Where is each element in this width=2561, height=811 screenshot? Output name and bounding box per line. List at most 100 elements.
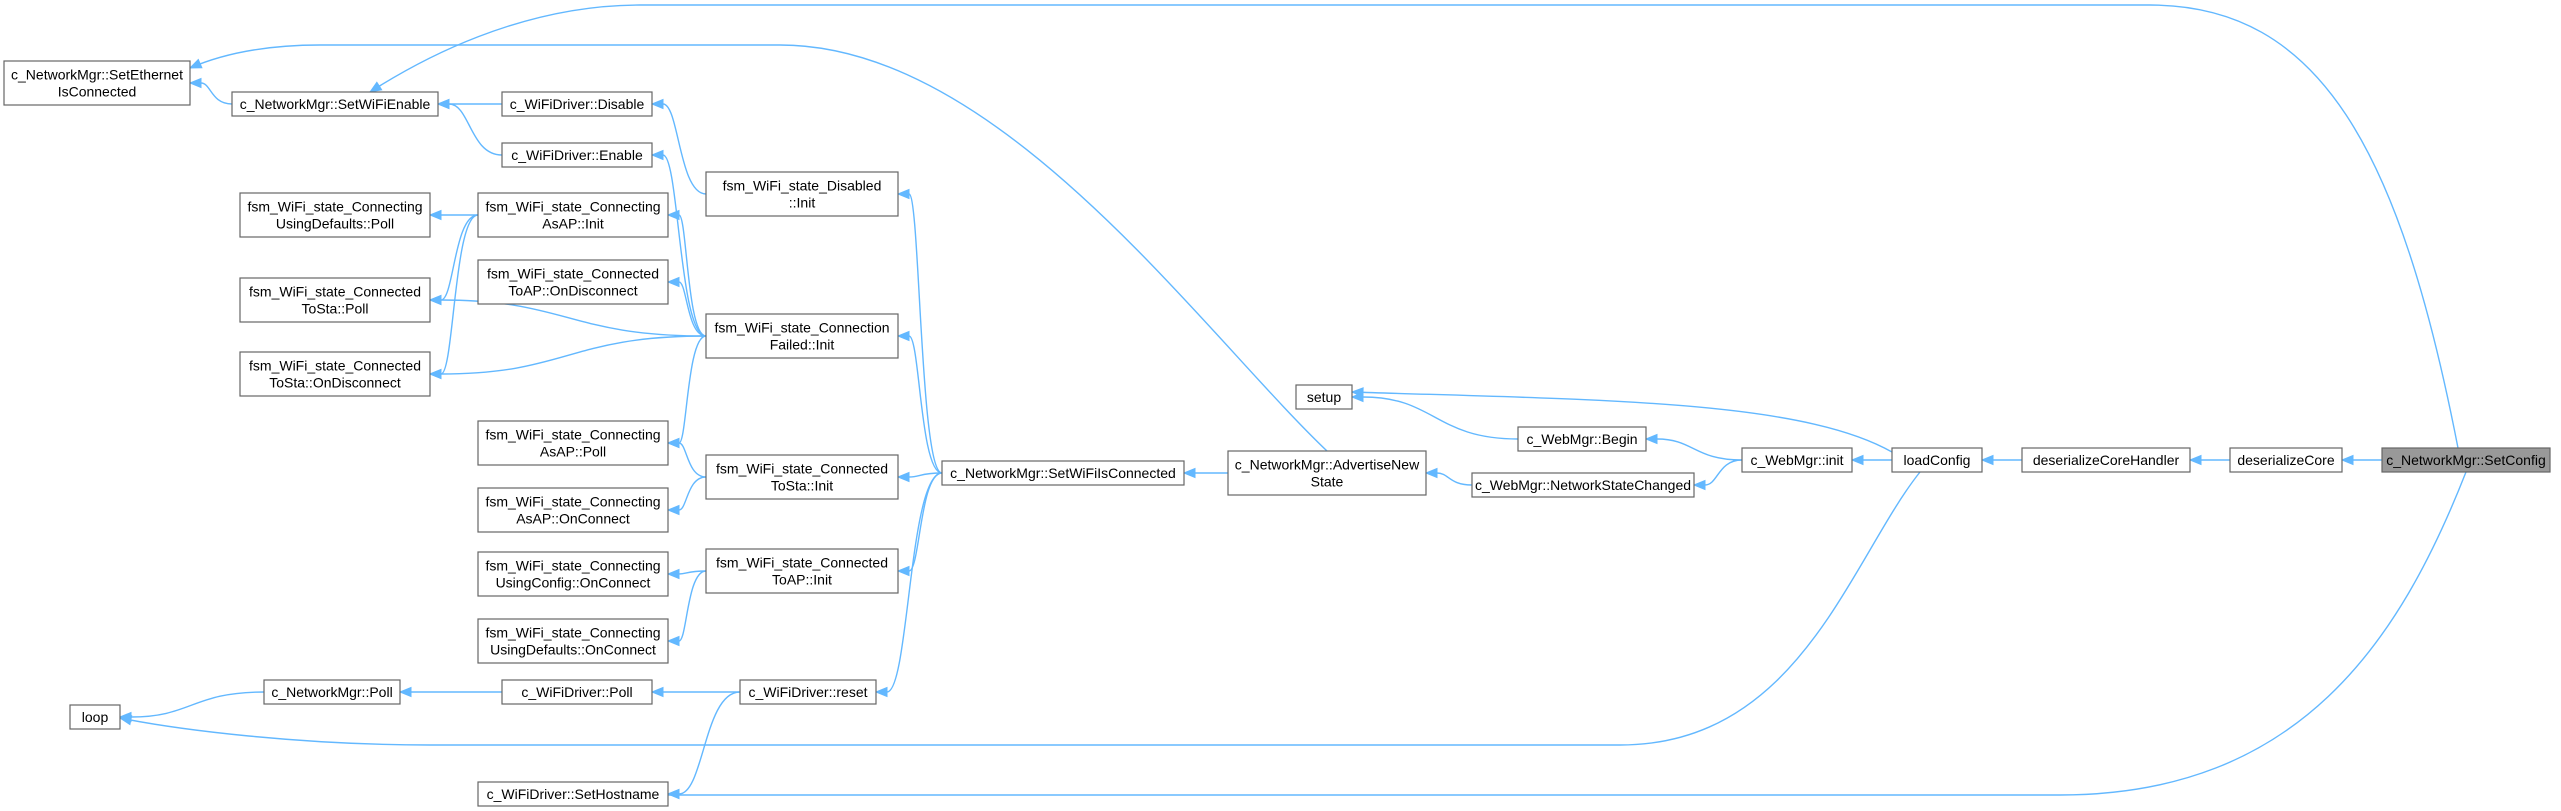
node-setWiFiEnable[interactable]: c_NetworkMgr::SetWiFiEnable (231, 91, 439, 117)
node-box[interactable] (1227, 450, 1427, 496)
edge-loadConfig-to-deserializeCoreHandler (1980, 454, 2023, 466)
node-loop[interactable]: loop (69, 704, 121, 730)
edge-line (678, 691, 741, 795)
node-box[interactable] (477, 781, 669, 807)
node-wifiEnable[interactable]: c_WiFiDriver::Enable (501, 142, 653, 168)
node-box[interactable] (477, 259, 669, 305)
node-label: fsm_WiFi_state_Connecting (485, 199, 660, 215)
edge-line (678, 570, 707, 642)
node-setup[interactable]: setup (1295, 384, 1353, 410)
node-wifiDisable[interactable]: c_WiFiDriver::Disable (501, 91, 653, 117)
node-label: deserializeCoreHandler (2033, 452, 2180, 468)
node-box[interactable] (1517, 426, 1647, 452)
node-loadConfig[interactable]: loadConfig (1891, 447, 1983, 473)
node-box[interactable] (477, 487, 669, 533)
node-box[interactable] (263, 679, 401, 705)
node-box[interactable] (2229, 447, 2343, 473)
edge-line (1351, 391, 1893, 453)
node-box[interactable] (477, 618, 669, 664)
node-usingDefaultsPoll[interactable]: fsm_WiFi_state_ConnectingUsingDefaults::… (239, 192, 431, 238)
node-box[interactable] (705, 454, 899, 500)
node-deserializeCore[interactable]: deserializeCore (2229, 447, 2343, 473)
node-box[interactable] (705, 171, 899, 217)
node-box[interactable] (705, 313, 899, 359)
node-box[interactable] (1471, 472, 1695, 498)
edge-arrowhead (1850, 454, 1864, 466)
node-box[interactable] (239, 351, 431, 397)
node-box[interactable] (231, 91, 439, 117)
node-box[interactable] (1741, 447, 1853, 473)
node-disabledInit[interactable]: fsm_WiFi_state_Disabled::Init (705, 171, 899, 217)
node-webInit[interactable]: c_WebMgr::init (1741, 447, 1853, 473)
edge-line (908, 472, 943, 478)
edge-line (1362, 396, 1519, 440)
node-label: c_NetworkMgr::AdvertiseNew (1235, 457, 1420, 473)
node-deserializeCoreHandler[interactable]: deserializeCoreHandler (2021, 447, 2191, 473)
edge-deserializeCoreHandler-to-deserializeCore (2188, 454, 2231, 466)
edge-setWiFiConnected-to-advertise (1182, 467, 1228, 479)
node-box[interactable] (1295, 384, 1353, 410)
node-box[interactable] (477, 551, 669, 597)
edge-toStaOnDisconnect-to-asApInit (428, 214, 479, 380)
edge-arrowhead (874, 686, 888, 698)
edge-arrowhead (1644, 433, 1658, 445)
edge-arrowhead (666, 276, 680, 288)
edge-arrowhead (650, 149, 664, 161)
node-usingConfigOnConnect[interactable]: fsm_WiFi_state_ConnectingUsingConfig::On… (477, 551, 669, 597)
node-box[interactable] (477, 192, 669, 238)
node-wifiReset[interactable]: c_WiFiDriver::reset (739, 679, 877, 705)
node-box[interactable] (477, 420, 669, 466)
edge-usingConfigOnConnect-to-connToApInit (666, 568, 707, 580)
node-box[interactable] (69, 704, 121, 730)
node-netStateChanged[interactable]: c_WebMgr::NetworkStateChanged (1471, 472, 1695, 498)
edge-line (678, 570, 707, 575)
node-box[interactable] (739, 679, 877, 705)
edge-arrowhead (2188, 454, 2202, 466)
node-box[interactable] (2381, 447, 2551, 473)
node-label: c_NetworkMgr::SetEthernet (11, 67, 183, 83)
node-label: fsm_WiFi_state_Connected (249, 358, 421, 374)
node-wifiPoll[interactable]: c_WiFiDriver::Poll (501, 679, 653, 705)
node-webBegin[interactable]: c_WebMgr::Begin (1517, 426, 1647, 452)
node-box[interactable] (239, 277, 431, 323)
edge-arrowhead (666, 437, 680, 449)
node-box[interactable] (501, 679, 653, 705)
edge-arrowhead (666, 788, 680, 800)
node-box[interactable] (1891, 447, 1983, 473)
edge-arrowhead (896, 565, 910, 577)
node-usingDefaultsOnConnect[interactable]: fsm_WiFi_state_ConnectingUsingDefaults::… (477, 618, 669, 664)
node-label: fsm_WiFi_state_Connected (487, 266, 659, 282)
node-setWiFiConnected[interactable]: c_NetworkMgr::SetWiFiIsConnected (941, 460, 1185, 486)
edge-arrowhead (896, 188, 910, 200)
node-box[interactable] (501, 142, 653, 168)
node-label: IsConnected (58, 84, 137, 100)
node-box[interactable] (2021, 447, 2191, 473)
edge-usingDefaultsPoll-to-asApInit (428, 209, 478, 221)
node-toStaOnDisconnect[interactable]: fsm_WiFi_state_ConnectedToSta::OnDisconn… (239, 351, 431, 397)
edge-setup-to-webBegin (1350, 391, 1519, 440)
node-label: fsm_WiFi_state_Connecting (485, 494, 660, 510)
edge-toStaOnDisconnect-to-connFailedInit (428, 335, 707, 380)
edge-usingDefaultsOnConnect-to-connToApInit (666, 570, 707, 647)
node-box[interactable] (239, 192, 431, 238)
node-box[interactable] (3, 60, 191, 106)
node-box[interactable] (501, 91, 653, 117)
node-toApOnDisconnect[interactable]: fsm_WiFi_state_ConnectedToAP::OnDisconne… (477, 259, 669, 305)
node-box[interactable] (705, 548, 899, 594)
node-setHostname[interactable]: c_WiFiDriver::SetHostname (477, 781, 669, 807)
node-label: c_NetworkMgr::SetWiFiEnable (240, 96, 431, 112)
node-netMgrPoll[interactable]: c_NetworkMgr::Poll (263, 679, 401, 705)
node-setconfig[interactable]: c_NetworkMgr::SetConfig (2381, 447, 2551, 473)
node-box[interactable] (941, 460, 1185, 486)
edge-arrowhead (428, 294, 442, 306)
edge-netStateChanged-to-webInit (1692, 459, 1743, 491)
